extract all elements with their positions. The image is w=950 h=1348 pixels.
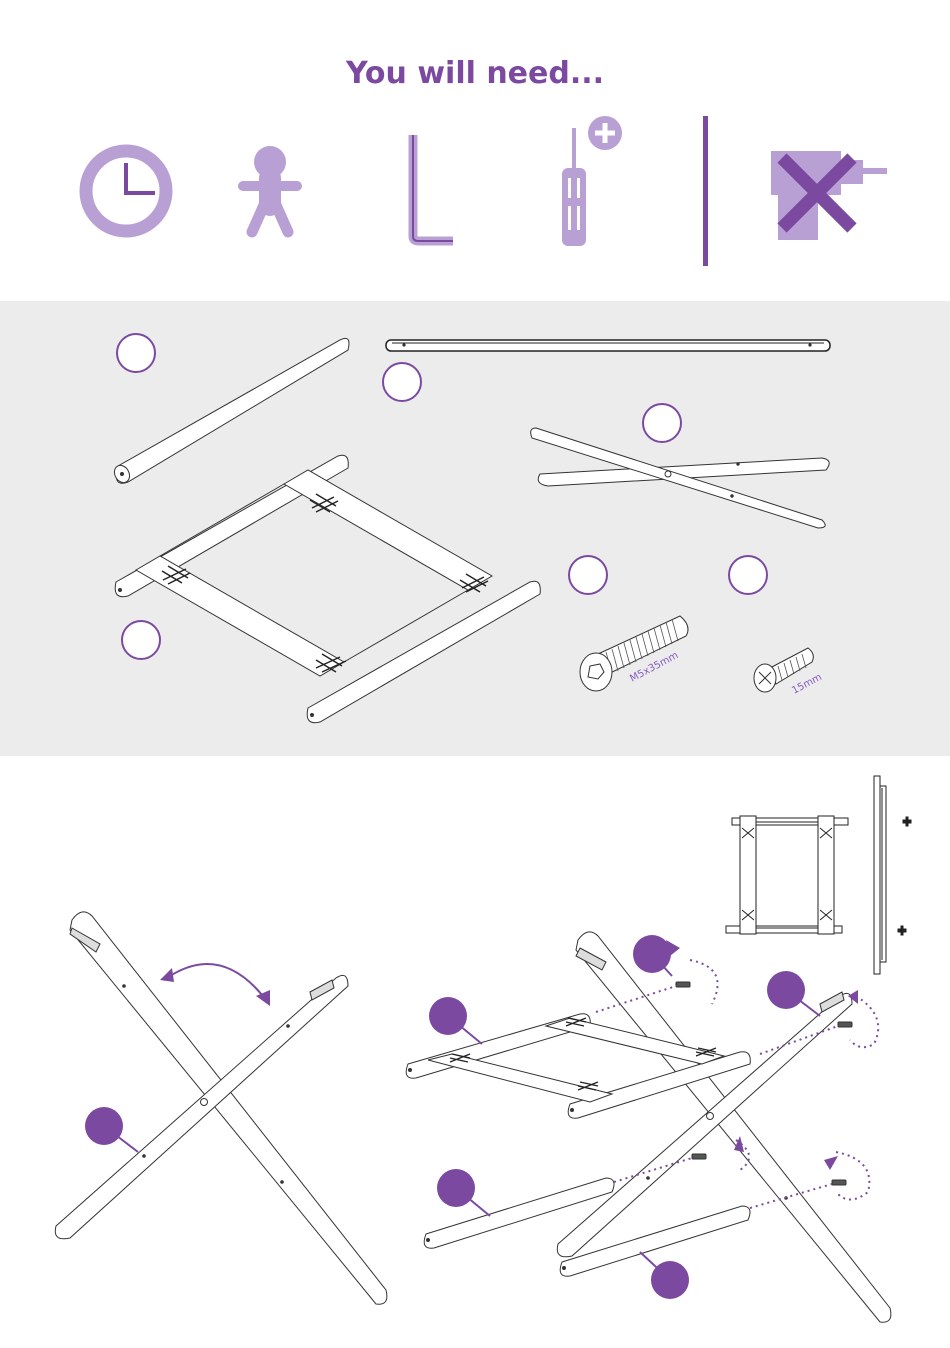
part-callout-1 <box>117 334 155 372</box>
x-legs-part <box>531 428 830 528</box>
part-callout-5 <box>569 556 607 594</box>
part-callout-3 <box>643 404 681 442</box>
phillips-screwdriver-plus-icon <box>562 116 622 246</box>
top-view-frame <box>726 816 848 934</box>
step2-callout-seat <box>429 997 482 1044</box>
step2-callout-top <box>633 935 672 976</box>
arrow-head-right <box>256 990 270 1006</box>
person-icon <box>243 146 297 232</box>
screw-size-label: 15mm <box>790 672 824 697</box>
step2-callout-rear-dowel <box>640 1252 689 1299</box>
step2-callout-right <box>767 971 820 1016</box>
side-view-frame <box>874 776 911 974</box>
seat-frame-part <box>115 455 540 723</box>
tools-divider <box>703 116 708 266</box>
flat-rail-part <box>386 340 830 351</box>
part-callout-6 <box>729 556 767 594</box>
clock-icon <box>86 151 166 231</box>
screw-15mm-part: 15mm <box>754 648 824 697</box>
arrow-head-left <box>160 968 174 982</box>
open-legs-arrow <box>164 964 266 1000</box>
part-callout-2 <box>383 363 421 401</box>
allen-key-icon <box>413 135 453 241</box>
no-power-drill-icon <box>771 151 887 240</box>
bolt-m5x35-part: M5x35mm <box>580 616 688 691</box>
step2-callout-front-dowel <box>437 1169 490 1216</box>
step1-callout <box>85 1107 138 1152</box>
part-callout-4 <box>122 621 160 659</box>
